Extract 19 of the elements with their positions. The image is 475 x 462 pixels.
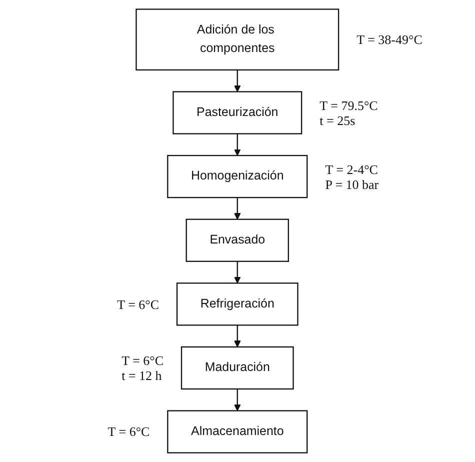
process-condition: T = 6°C [117, 296, 160, 312]
process-condition: T = 6°C [108, 424, 150, 440]
arrow [234, 70, 241, 92]
arrow [234, 261, 241, 284]
node-box: Homogenización [167, 154, 308, 198]
arrow [234, 134, 241, 156]
process-condition: T = 2-4°C P = 10 bar [325, 162, 379, 192]
node-box: Refrigeración [176, 282, 298, 326]
arrow [234, 198, 241, 220]
node-box: Maduración [181, 346, 294, 390]
process-condition: T = 38-49°C [356, 32, 422, 48]
process-condition: T = 79.5°C t = 25s [320, 98, 378, 128]
node-box: Envasado [186, 218, 290, 262]
node-box: Pasteurización [172, 91, 302, 134]
process-condition: T = 6°C t = 12 h [122, 352, 164, 383]
arrow [234, 388, 241, 412]
node-box: Almacenamiento [167, 410, 308, 454]
arrow [234, 325, 241, 348]
node-box: Adición de los componentes [136, 8, 340, 70]
